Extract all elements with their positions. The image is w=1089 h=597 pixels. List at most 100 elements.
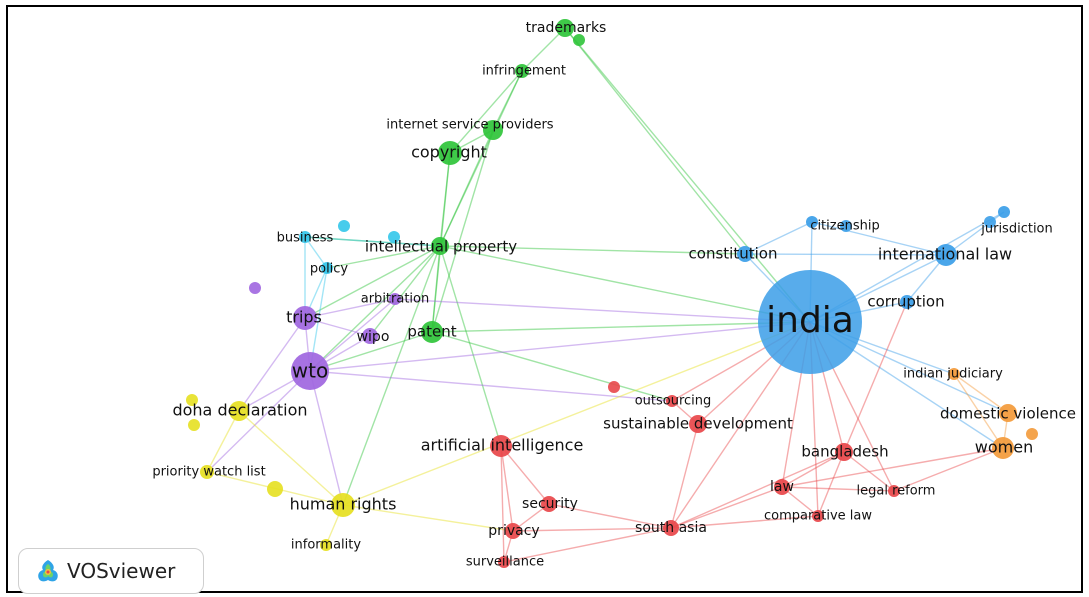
node-label-citizenship[interactable]: citizenship — [810, 219, 879, 234]
node-label-copyright[interactable]: copyright — [411, 143, 487, 162]
node-label-complaw[interactable]: comparative law — [764, 509, 872, 524]
node-surveillance[interactable] — [498, 556, 510, 568]
node-label-wto[interactable]: wto — [292, 359, 328, 383]
node-infringement[interactable] — [515, 64, 529, 78]
unlabeled-node[interactable] — [388, 231, 400, 243]
node-label-jurisdiction[interactable]: jurisdiction — [980, 222, 1053, 237]
node-label-judiciary[interactable]: indian judiciary — [903, 367, 1003, 382]
node-label-infringement[interactable]: infringement — [482, 64, 566, 79]
node-legalreform[interactable] — [888, 485, 900, 497]
unlabeled-node[interactable] — [338, 220, 350, 232]
node-patent[interactable] — [421, 321, 443, 343]
node-label-informality[interactable]: informality — [291, 538, 361, 553]
node-label-trips[interactable]: trips — [286, 308, 322, 327]
node-copyright[interactable] — [438, 141, 462, 165]
node-label-trademarks[interactable]: trademarks — [526, 20, 607, 36]
edge-trips-doha — [238, 317, 306, 412]
node-label-hr[interactable]: human rights — [290, 495, 397, 514]
edge-wto-outsourcing — [309, 370, 673, 402]
node-trademarks[interactable] — [556, 19, 574, 37]
edge-arbitration-india — [394, 298, 811, 323]
node-label-legalreform[interactable]: legal reform — [857, 484, 936, 499]
node-label-southasia[interactable]: south asia — [635, 520, 707, 536]
node-label-india[interactable]: india — [766, 300, 854, 341]
node-security[interactable] — [541, 496, 557, 512]
node-india[interactable] — [758, 270, 862, 374]
node-label-doha[interactable]: doha declaration — [172, 401, 307, 420]
node-southasia[interactable] — [663, 520, 679, 536]
node-isp[interactable] — [483, 120, 503, 140]
node-label-policy[interactable]: policy — [310, 262, 349, 277]
node-label-arbitration[interactable]: arbitration — [361, 292, 430, 307]
edge-judiciary-women — [953, 373, 1004, 449]
node-label-pwl[interactable]: priority watch list — [152, 465, 265, 480]
node-complaw[interactable] — [812, 510, 824, 522]
vosviewer-badge[interactable]: VOSviewer — [18, 548, 204, 594]
node-label-sd[interactable]: sustainable development — [603, 415, 793, 433]
node-label-law[interactable]: law — [770, 479, 794, 495]
edge-business-ip — [304, 236, 441, 247]
unlabeled-node[interactable] — [840, 220, 852, 232]
node-citizenship[interactable] — [806, 216, 818, 228]
node-label-bangladesh[interactable]: bangladesh — [801, 443, 888, 461]
node-business[interactable] — [299, 231, 311, 243]
edge-law-women — [781, 447, 1004, 488]
node-label-intlaw[interactable]: international law — [878, 245, 1012, 264]
node-women[interactable] — [992, 437, 1014, 459]
node-policy[interactable] — [321, 262, 333, 274]
node-label-outsourcing[interactable]: outsourcing — [635, 394, 712, 409]
node-label-privacy[interactable]: privacy — [488, 523, 539, 539]
node-privacy[interactable] — [505, 523, 521, 539]
node-label-ai[interactable]: artificial intelligence — [421, 436, 584, 455]
node-wipo[interactable] — [362, 328, 378, 344]
edge-bangladesh-complaw — [817, 451, 845, 517]
unlabeled-node[interactable] — [573, 34, 585, 46]
node-pwl[interactable] — [200, 465, 214, 479]
node-label-women[interactable]: women — [975, 438, 1033, 457]
node-corruption[interactable] — [900, 295, 914, 309]
node-wto[interactable] — [291, 352, 329, 390]
node-law[interactable] — [774, 479, 790, 495]
node-constitution[interactable] — [737, 246, 753, 262]
edge-southasia-bangladesh — [670, 451, 845, 529]
edge-intlaw-citizenship — [811, 221, 947, 256]
edge-patent-outsourcing — [431, 331, 673, 402]
node-label-ip[interactable]: intellectual property — [365, 238, 517, 256]
node-arbitration[interactable] — [389, 293, 401, 305]
unlabeled-node[interactable] — [267, 481, 283, 497]
unlabeled-node[interactable] — [249, 282, 261, 294]
unlabeled-node[interactable] — [188, 419, 200, 431]
node-label-isp[interactable]: internet service providers — [386, 118, 553, 133]
node-dv[interactable] — [999, 404, 1017, 422]
node-jurisdiction[interactable] — [998, 206, 1010, 218]
node-intlaw[interactable] — [935, 244, 957, 266]
node-label-wipo[interactable]: wipo — [357, 329, 390, 345]
node-hr[interactable] — [331, 493, 355, 517]
node-trips[interactable] — [293, 306, 317, 330]
node-doha[interactable] — [229, 401, 249, 421]
node-informality[interactable] — [320, 539, 332, 551]
edge-ip-policy — [326, 245, 441, 269]
node-label-corruption[interactable]: corruption — [867, 293, 944, 311]
node-label-constitution[interactable]: constitution — [689, 245, 778, 263]
node-ip[interactable] — [431, 237, 449, 255]
node-label-patent[interactable]: patent — [407, 323, 456, 341]
node-label-surveillance[interactable]: surveillance — [466, 555, 544, 570]
node-bangladesh[interactable] — [835, 443, 853, 461]
edge-infringement-isp — [492, 70, 523, 131]
unlabeled-node[interactable] — [608, 381, 620, 393]
edge-bangladesh-legalreform — [843, 451, 895, 492]
node-outsourcing[interactable] — [666, 395, 678, 407]
unlabeled-node[interactable] — [1026, 428, 1038, 440]
node-judiciary[interactable] — [948, 368, 960, 380]
edge-ai-surveillance — [500, 445, 505, 563]
unlabeled-node[interactable] — [186, 394, 198, 406]
node-label-dv[interactable]: domestic violence — [940, 405, 1076, 423]
edge-trademarks-constitution — [564, 27, 746, 255]
node-label-business[interactable]: business — [277, 231, 334, 246]
node-label-security[interactable]: security — [522, 496, 578, 512]
node-sd[interactable] — [689, 415, 707, 433]
node-ai[interactable] — [490, 435, 512, 457]
unlabeled-node[interactable] — [984, 216, 996, 228]
